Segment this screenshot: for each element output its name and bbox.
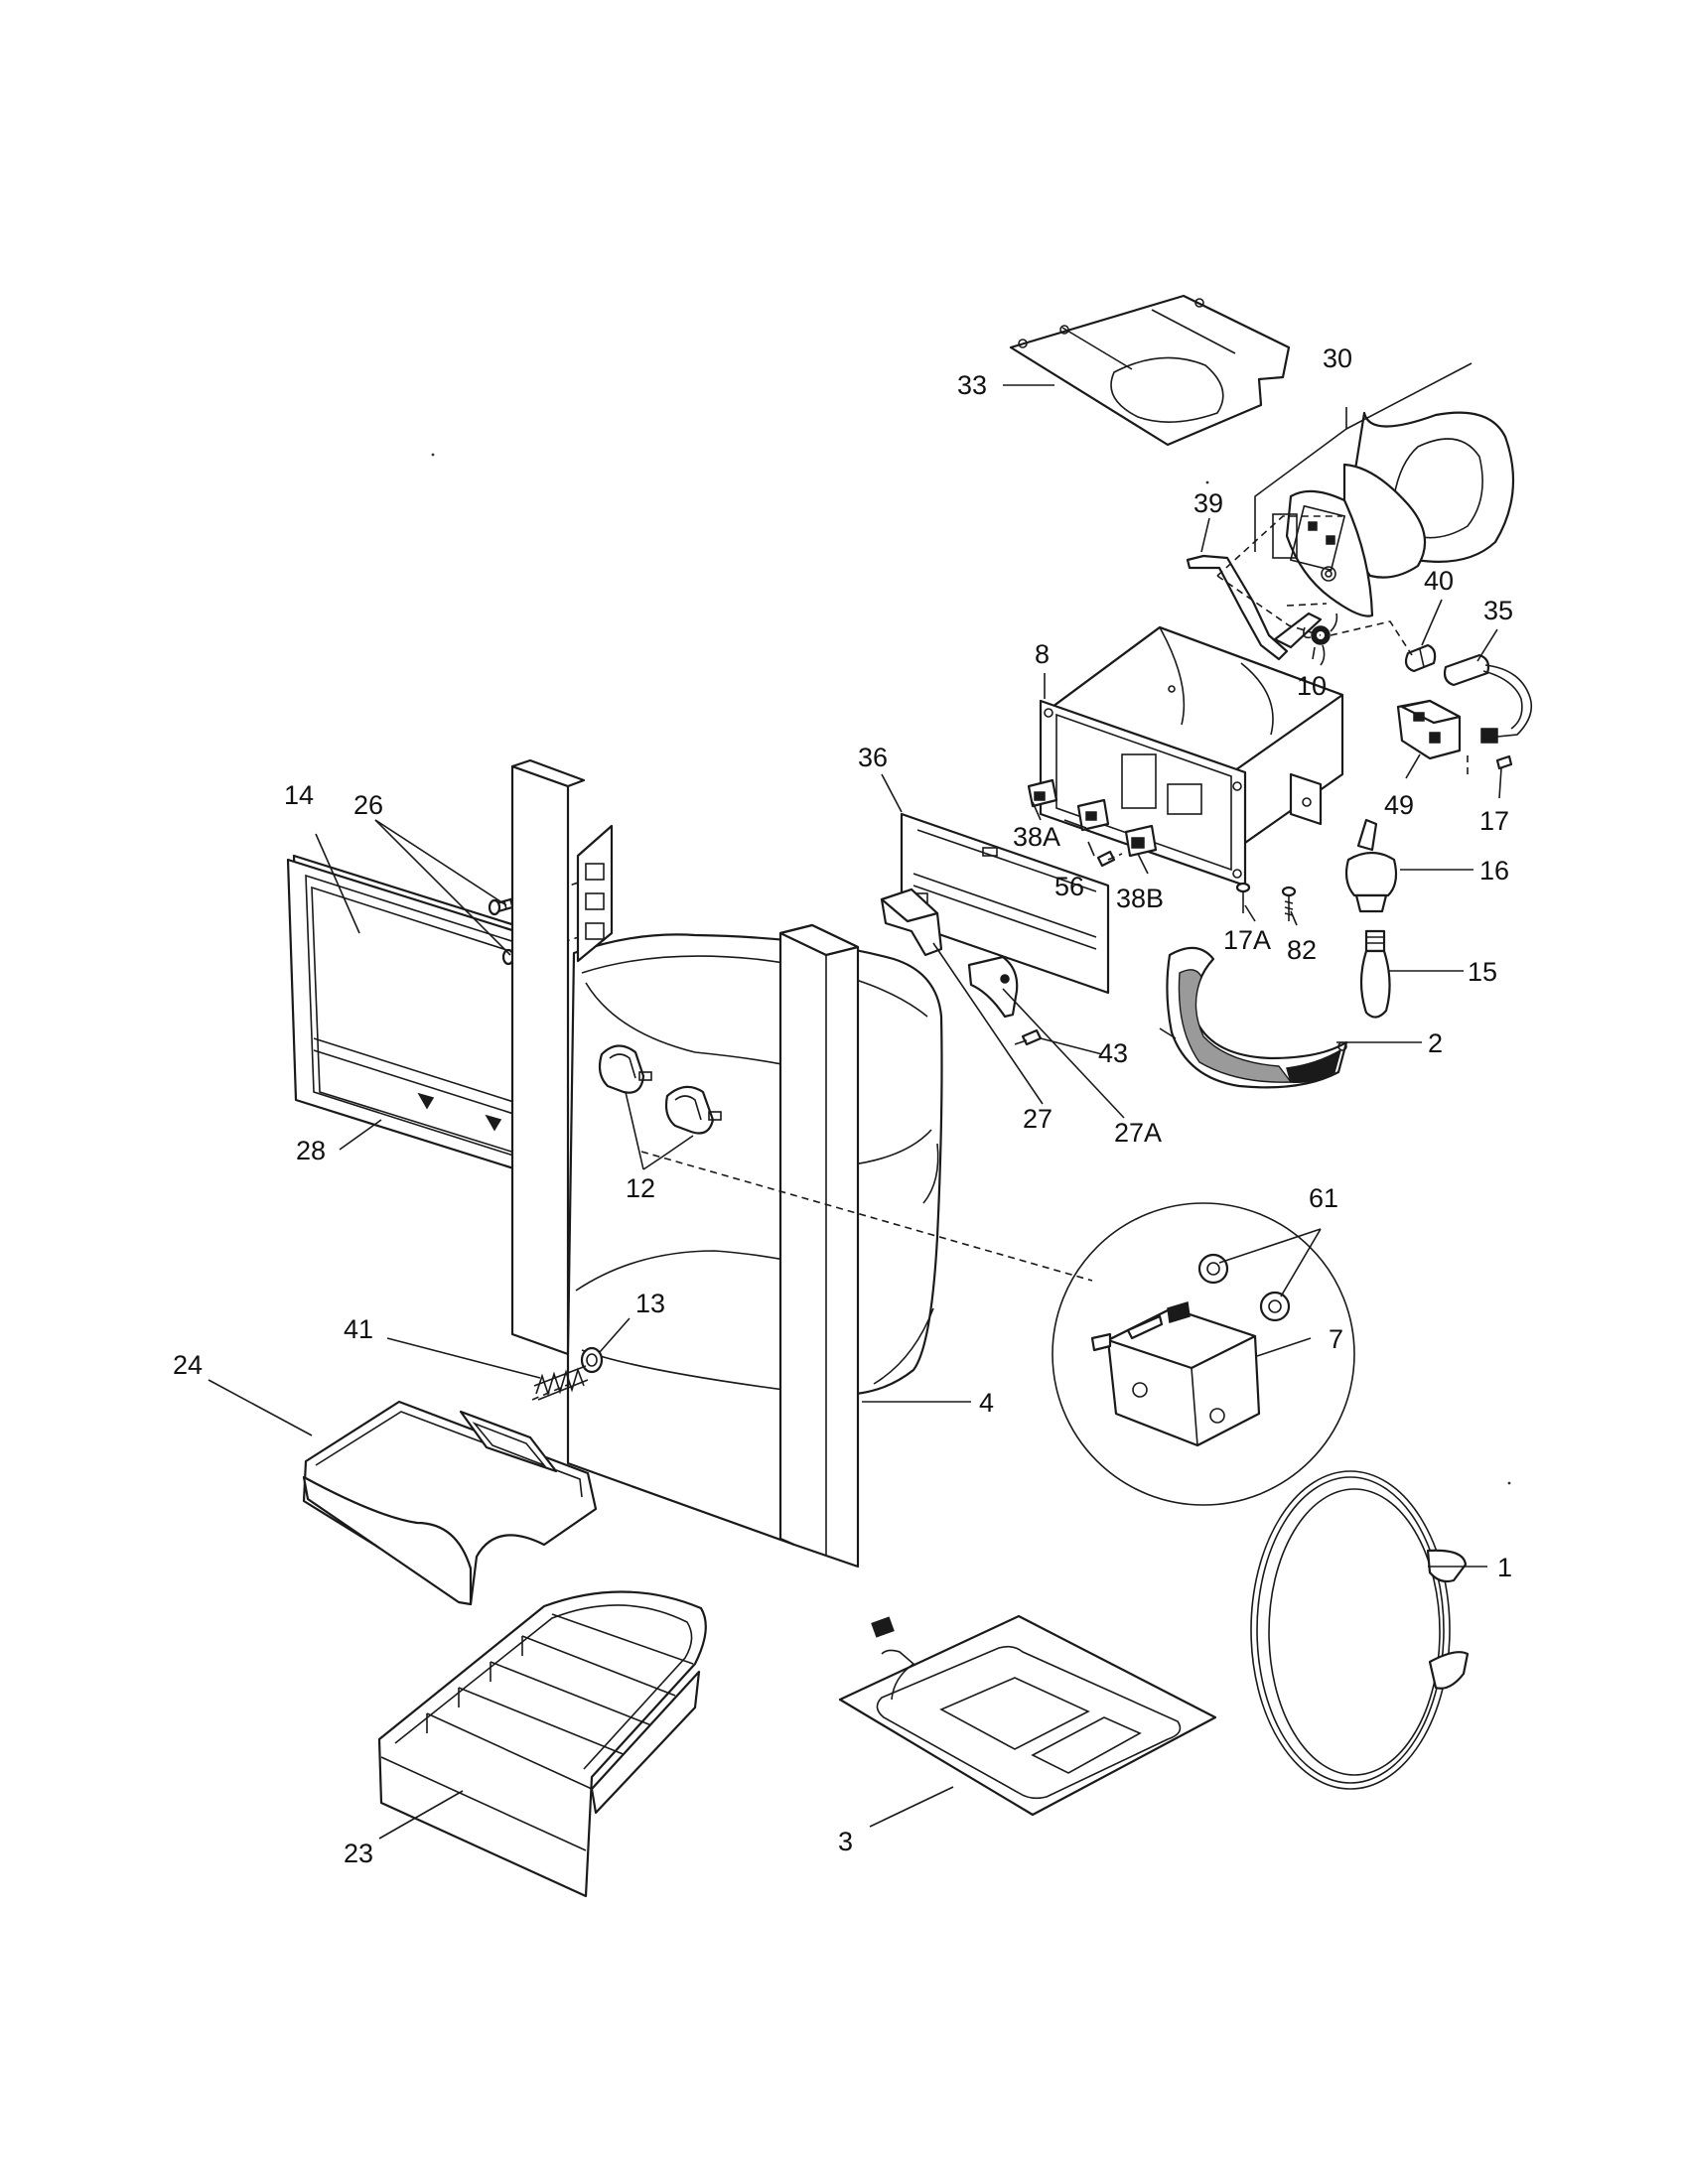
callout-40: 40 xyxy=(1424,566,1454,596)
callout-17: 17 xyxy=(1479,806,1509,836)
part-27a-lever xyxy=(967,955,1019,1019)
part-36-control-panel xyxy=(900,812,1110,995)
part-49-switch-bracket xyxy=(1396,699,1462,760)
leader-lines xyxy=(208,362,1502,1840)
callout-14: 14 xyxy=(284,780,314,810)
part-30-chute-flapper xyxy=(1272,411,1515,617)
callout-38a: 38A xyxy=(1013,822,1060,852)
part-27-lever xyxy=(880,887,943,957)
part-43-screw xyxy=(1014,1028,1043,1046)
part-15-lamp-bulb xyxy=(1359,929,1391,1019)
callout-3: 3 xyxy=(838,1827,853,1856)
part-3-heater-mat xyxy=(838,1614,1217,1817)
callout-27a: 27A xyxy=(1114,1118,1162,1148)
part-12-clips xyxy=(598,1044,722,1135)
callout-2: 2 xyxy=(1428,1028,1443,1058)
callout-4: 4 xyxy=(979,1388,994,1418)
part-17a-screw xyxy=(1235,882,1251,913)
callout-61: 61 xyxy=(1309,1183,1338,1213)
callout-26: 26 xyxy=(353,790,383,820)
callout-41: 41 xyxy=(344,1314,373,1344)
callout-16: 16 xyxy=(1479,856,1509,886)
callout-13: 13 xyxy=(635,1289,665,1318)
callout-labels: 33 30 39 40 35 8 10 36 49 17 14 26 38A 5… xyxy=(173,343,1513,1868)
connection-lines xyxy=(1107,515,1469,861)
callout-33: 33 xyxy=(957,370,987,400)
part-24-paddle-tray xyxy=(302,1383,598,1606)
part-40-fuse xyxy=(1404,643,1437,673)
part-13-grommet xyxy=(580,1346,604,1374)
callout-1: 1 xyxy=(1497,1553,1512,1582)
part-33-cover-plate xyxy=(1009,294,1291,447)
part-14-display-frame xyxy=(286,854,550,1179)
part-16-lamp-socket xyxy=(1344,818,1398,913)
callout-8: 8 xyxy=(1035,639,1050,669)
callout-7: 7 xyxy=(1329,1324,1343,1354)
part-41-spring xyxy=(533,1365,589,1401)
part-2-light-shield xyxy=(1159,946,1348,1089)
part-7-detail-circle xyxy=(1052,1202,1355,1506)
callout-23: 23 xyxy=(344,1839,373,1868)
part-4-dispenser-body xyxy=(510,758,1093,1569)
callout-12: 12 xyxy=(626,1173,655,1203)
part-56-screw xyxy=(1096,850,1116,868)
callout-49: 49 xyxy=(1384,790,1414,820)
part-23-drip-tray xyxy=(377,1590,707,1898)
callout-27: 27 xyxy=(1023,1104,1052,1134)
callout-56: 56 xyxy=(1054,872,1084,901)
part-10-spring xyxy=(1303,613,1338,666)
part-61-washers xyxy=(1197,1253,1291,1322)
callout-36: 36 xyxy=(858,743,888,772)
part-1-tubing xyxy=(1250,1470,1470,1790)
part-17-screw xyxy=(1495,754,1513,770)
part-82-screw xyxy=(1281,886,1297,921)
callout-43: 43 xyxy=(1098,1038,1128,1068)
part-38b-microswitch xyxy=(1124,824,1158,858)
callout-35: 35 xyxy=(1483,596,1513,625)
callout-15: 15 xyxy=(1468,957,1497,987)
callout-28: 28 xyxy=(296,1136,326,1165)
callout-24: 24 xyxy=(173,1350,203,1380)
part-8-dispenser-housing xyxy=(1039,625,1344,887)
part-38a-microswitches xyxy=(1027,778,1110,832)
callout-82: 82 xyxy=(1287,935,1317,965)
callout-39: 39 xyxy=(1193,488,1223,518)
part-39-actuator-arm xyxy=(1186,554,1323,661)
callout-10: 10 xyxy=(1297,671,1327,701)
callout-17a: 17A xyxy=(1223,925,1271,955)
callout-30: 30 xyxy=(1323,343,1352,373)
callout-38b: 38B xyxy=(1116,884,1164,913)
scan-specks xyxy=(431,453,1511,1485)
part-35-wire-harness xyxy=(1443,653,1533,744)
